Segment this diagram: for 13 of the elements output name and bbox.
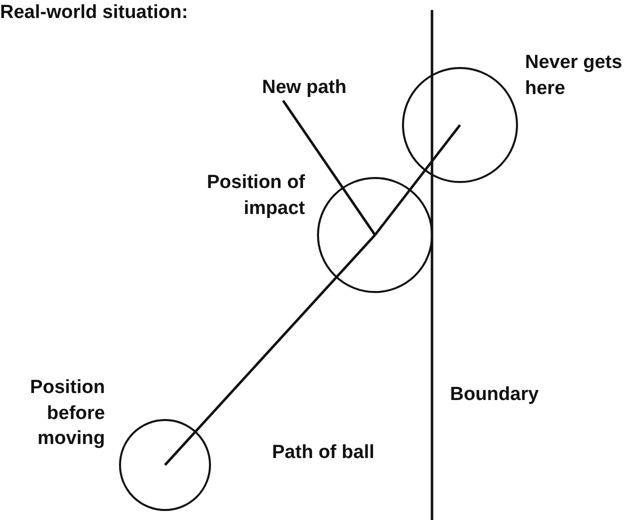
position-caption: Position before moving <box>29 376 105 452</box>
ball-circle <box>317 177 433 293</box>
path-line <box>282 100 376 236</box>
ball-circle <box>402 67 518 183</box>
boundary-label: Boundary <box>450 383 539 407</box>
position-caption: Never gets here <box>525 51 624 101</box>
heading: Real-world situation: <box>0 1 188 25</box>
position-caption: Position of impact <box>206 171 305 221</box>
path-caption: Path of ball <box>272 441 374 465</box>
path-line <box>374 124 461 236</box>
path-caption: New path <box>262 75 346 101</box>
path-line <box>164 234 376 466</box>
ball-circle <box>119 419 211 511</box>
